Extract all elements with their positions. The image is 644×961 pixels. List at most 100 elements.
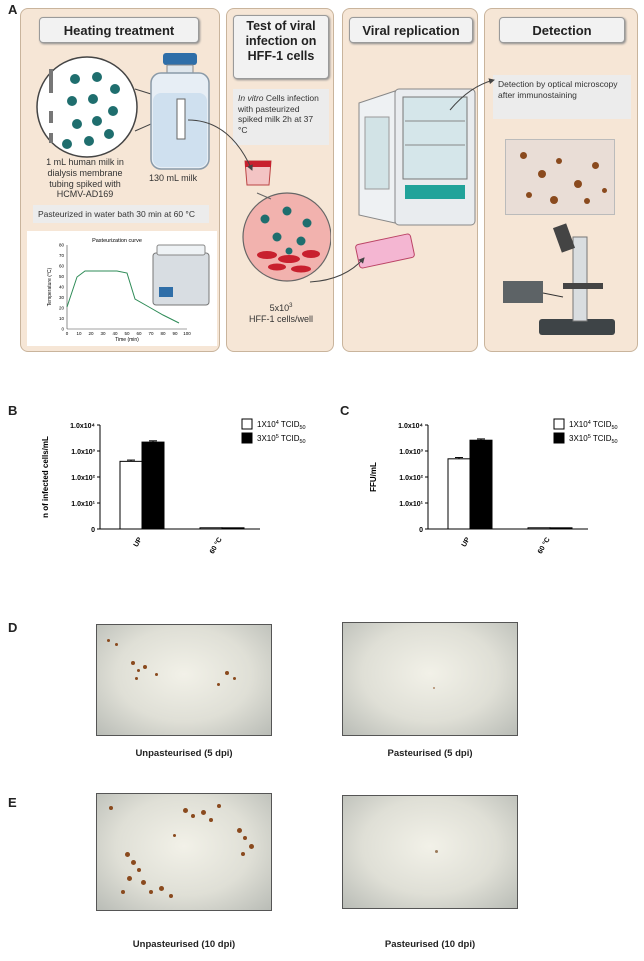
virus-particles	[62, 72, 120, 149]
bar	[141, 441, 165, 530]
legend-label: 3X105 TCID50	[569, 434, 618, 445]
micrograph-unpasteurised-5dpi	[96, 624, 272, 736]
bottle-cap-icon	[163, 53, 197, 65]
y-axis-label: FFU/mL	[369, 462, 378, 492]
dialysis-tube-icon	[176, 98, 186, 140]
curve-ytick: 50	[59, 274, 65, 279]
caption-unpasteurised-5dpi: Unpasteurised (5 dpi)	[135, 748, 233, 759]
in-vitro-label: In vitro	[238, 93, 264, 103]
bar	[527, 527, 551, 530]
bar	[447, 458, 471, 530]
milk-label: 1 mL human milk in dialysis membrane tub…	[46, 157, 124, 200]
incubator-illustration	[355, 88, 476, 269]
curve-title: Pasteurization curve	[92, 238, 142, 244]
y-tick-label: 1.0x10²	[71, 475, 95, 482]
membrane-bar-icon	[49, 111, 53, 123]
curve-xlabel: Time (min)	[115, 337, 139, 343]
infection-illustration	[242, 160, 331, 282]
x-tick-label: 60 °C	[536, 536, 552, 555]
curve-line	[66, 270, 180, 324]
heating-illustration	[36, 53, 210, 170]
microscope-arm-icon	[572, 236, 588, 322]
curve-xtick: 50	[124, 331, 130, 336]
infection-note-rest: Cells infection with pasteurized spiked …	[238, 93, 319, 135]
virus-particles	[260, 206, 312, 255]
curve-xtick: 100	[183, 331, 191, 336]
cells-label-unit: HFF-1 cells/well	[248, 313, 313, 324]
detection-note: Detection by optical microscopy after im…	[493, 75, 631, 119]
micrograph-unpasteurised-10dpi	[96, 793, 272, 911]
legend-swatch	[553, 432, 565, 444]
curve-ytick: 70	[59, 253, 65, 258]
y-tick-label: 1.0x10¹	[71, 501, 95, 508]
membrane-bar-icon	[49, 69, 53, 93]
curve-xtick: 70	[148, 331, 154, 336]
bar	[221, 527, 245, 530]
infection-note: In vitro Cells infection with pasteurize…	[233, 89, 329, 145]
legend-label: 3X105 TCID50	[257, 434, 306, 445]
microscope-base-icon	[539, 319, 615, 335]
micrograph-pasteurised-10dpi	[342, 795, 518, 909]
well-plate-icon	[355, 233, 415, 269]
legend-swatch	[241, 418, 253, 430]
bar	[469, 439, 493, 530]
caption-pasteurised-5dpi: Pasteurised (5 dpi)	[387, 748, 473, 759]
curve-ytick: 80	[59, 243, 65, 248]
cells-label-num: 5x10	[269, 303, 290, 313]
y-tick-label: 1.0x10⁴	[398, 423, 423, 430]
y-tick-label: 1.0x10²	[399, 475, 423, 482]
x-tick-label: UP	[461, 536, 472, 548]
curve-ytick: 20	[59, 306, 65, 311]
chart-b: 0 1.0x10¹ 1.0x10² 1.0x10³ 1.0x10⁴ n of infect…	[41, 418, 306, 555]
stage-title-heating: Heating treatment	[39, 17, 199, 43]
curve-ytick: 0	[61, 327, 64, 332]
stage-infection: Test of viral infection on HFF-1 cells I…	[226, 8, 334, 352]
y-tick-label: 1.0x10³	[71, 449, 95, 456]
panel-letter-d: D	[8, 620, 18, 635]
curve-xtick: 10	[76, 331, 82, 336]
panel-letter-a: A	[8, 2, 18, 17]
stage-detection: Detection Detection by optical microscop…	[484, 8, 638, 352]
cells-label-exp: 3	[289, 303, 293, 309]
x-tick-label: UP	[133, 536, 144, 548]
curve-xtick: 90	[172, 331, 178, 336]
hff-cells	[257, 250, 320, 273]
microscope-illustration	[503, 223, 615, 335]
stage-title-replication: Viral replication	[349, 17, 473, 43]
eyepiece-icon	[552, 223, 576, 253]
curve-ytick: 30	[59, 295, 65, 300]
light-source-icon	[503, 281, 543, 303]
micrograph-pasteurised-5dpi	[342, 622, 518, 736]
bar	[549, 527, 573, 530]
curve-xtick: 30	[100, 331, 106, 336]
panel-letter-c: C	[340, 403, 350, 418]
curve-ytick: 60	[59, 264, 65, 269]
curve-xtick: 60	[136, 331, 142, 336]
y-tick-label: 1.0x10³	[399, 449, 423, 456]
membrane-bar-icon	[49, 133, 53, 143]
curve-xtick: 20	[88, 331, 94, 336]
cells-label: 5x103 HFF-1 cells/well	[231, 303, 331, 325]
curve-xtick: 40	[112, 331, 118, 336]
stage-heating: Heating treatment 1 mL human milk in dia…	[20, 8, 220, 352]
legend-label: 1X104 TCID50	[257, 420, 306, 431]
curve-xtick: 0	[66, 331, 69, 336]
panel-letter-b: B	[8, 403, 18, 418]
flow-arrows	[187, 78, 495, 283]
stage-title-infection: Test of viral infection on HFF-1 cells	[233, 15, 329, 79]
bottle-label: 130 mL milk	[149, 173, 198, 183]
caption-unpasteurised-10dpi: Unpasteurised (10 dpi)	[132, 939, 236, 950]
curve-ylabel: Temperature (°C)	[47, 267, 53, 306]
bar	[119, 460, 143, 530]
curve-xtick: 80	[160, 331, 166, 336]
immunostaining-image	[505, 139, 615, 215]
y-tick-label: 0	[91, 527, 95, 534]
x-tick-label: 60 °C	[208, 536, 224, 555]
bar	[199, 527, 223, 530]
y-axis-label: n of infected cells/mL	[41, 436, 50, 518]
y-tick-label: 1.0x10⁴	[70, 423, 95, 430]
stage-replication: Viral replication	[342, 8, 478, 352]
y-tick-label: 1.0x10¹	[399, 501, 423, 508]
